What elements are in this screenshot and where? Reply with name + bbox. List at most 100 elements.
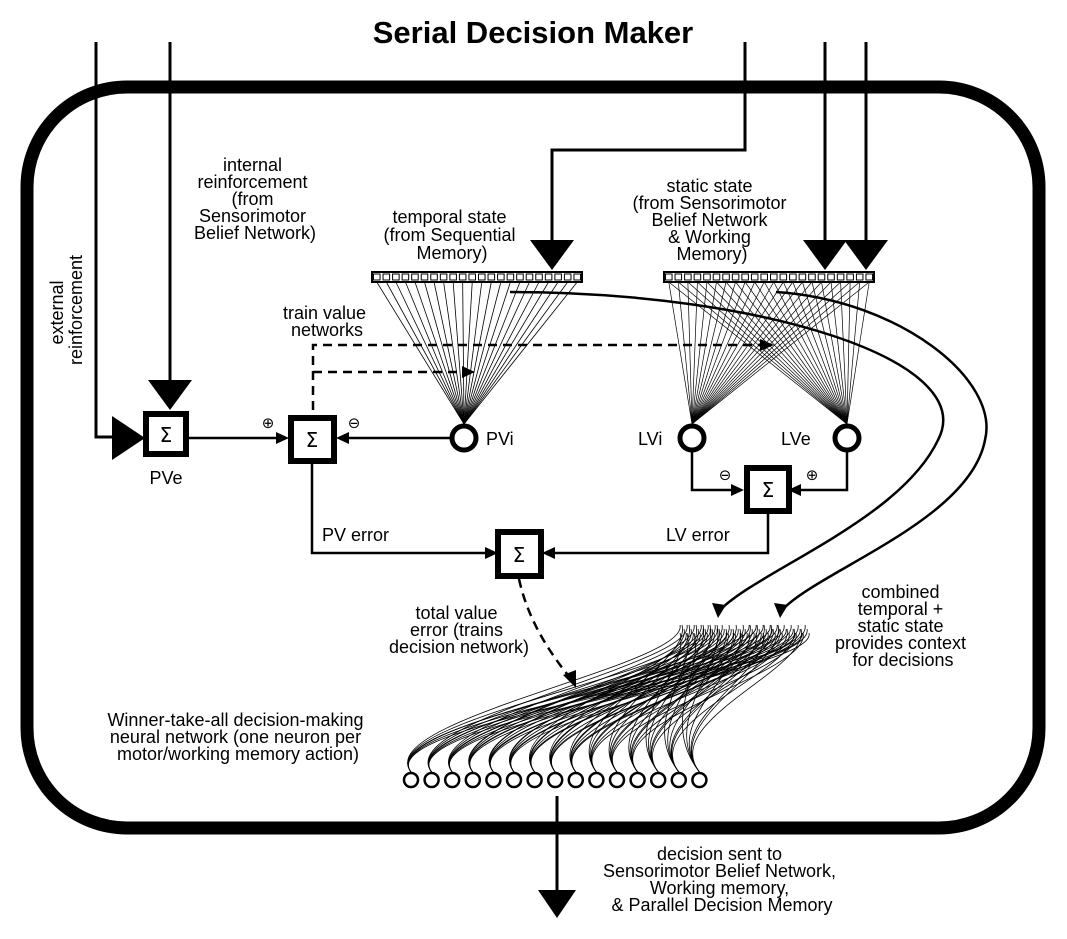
layer-unit	[382, 273, 391, 281]
connection	[407, 624, 681, 773]
connection	[571, 632, 783, 773]
connection	[697, 281, 848, 425]
connection	[691, 281, 794, 425]
connection	[763, 281, 848, 425]
connection	[463, 281, 473, 425]
connection	[669, 628, 734, 773]
connection	[691, 281, 832, 425]
decision-neuron	[485, 771, 502, 789]
connection	[443, 281, 465, 425]
decision-neuron	[649, 771, 667, 789]
layer-unit	[789, 273, 797, 281]
connection	[691, 281, 803, 425]
layer-unit	[798, 273, 807, 281]
static-state-inputs	[803, 42, 888, 270]
connection	[691, 281, 841, 425]
layer-unit	[684, 273, 692, 281]
connection	[691, 281, 727, 425]
pvi-label: PVi	[486, 429, 514, 449]
connection	[529, 632, 708, 773]
layer-unit	[506, 273, 515, 281]
connection	[671, 624, 772, 773]
connection	[648, 624, 705, 773]
connection	[802, 281, 848, 425]
connection	[463, 281, 492, 425]
connection	[408, 632, 796, 773]
decision-neuron	[423, 771, 440, 789]
pv-error-label: PV error	[322, 525, 389, 545]
connection	[664, 632, 689, 773]
lve-neuron	[832, 423, 862, 453]
layer-unit	[760, 273, 768, 281]
connection	[668, 281, 693, 425]
connection	[463, 281, 483, 425]
arrowhead-icon	[788, 484, 801, 496]
connection	[667, 624, 712, 773]
connection	[610, 624, 751, 773]
connection	[463, 281, 502, 425]
connection	[686, 624, 719, 773]
connection	[691, 281, 717, 425]
connection	[691, 281, 822, 425]
pvi-neuron	[449, 423, 479, 453]
connection	[427, 624, 688, 773]
layer-unit	[741, 273, 749, 281]
connection	[650, 632, 750, 773]
arrowhead-icon	[276, 432, 289, 444]
connection	[588, 624, 683, 773]
arrowhead-icon	[844, 240, 888, 270]
connection	[591, 632, 790, 773]
sigma-icon: Σ	[160, 423, 173, 447]
connection	[550, 628, 753, 773]
layer-unit	[712, 273, 721, 281]
connection	[670, 632, 757, 773]
layer-unit	[808, 273, 816, 281]
context-curves	[509, 290, 988, 611]
layer-unit	[401, 273, 410, 281]
layer-unit	[525, 273, 534, 281]
connection	[716, 281, 848, 425]
connection	[691, 281, 746, 425]
layer-unit	[544, 273, 553, 281]
decision-neuron	[588, 771, 605, 789]
connection	[846, 281, 861, 425]
layer-unit	[722, 273, 730, 281]
connection	[376, 281, 465, 425]
layer-unit	[836, 273, 845, 281]
connection	[821, 281, 848, 425]
decision-neuron	[505, 771, 523, 789]
connection	[462, 281, 465, 425]
arrowhead-icon	[336, 432, 349, 444]
decision-neuron-layer	[402, 771, 708, 789]
total-value-error-label: total value error (trains decision netwo…	[389, 603, 529, 657]
connection	[691, 281, 708, 425]
pve-label: PVe	[149, 468, 182, 488]
decision-neuron	[567, 771, 585, 789]
layer-unit	[846, 273, 854, 281]
sigma-icon: Σ	[306, 428, 319, 452]
wta-network-label: Winner-take-all decision-making neural n…	[107, 710, 368, 764]
decision-output-label: decision sent to Sensorimotor Belief Net…	[603, 844, 841, 915]
connection	[692, 628, 802, 773]
lv-error-label: LV error	[666, 525, 730, 545]
connection	[463, 281, 578, 425]
connection	[591, 628, 767, 773]
connection	[489, 624, 778, 773]
decision-output	[538, 796, 576, 918]
sigma-icon: Σ	[762, 478, 775, 502]
connection	[840, 281, 848, 425]
connection	[407, 632, 727, 773]
connection	[687, 281, 848, 425]
internal-reinforcement-input	[148, 42, 192, 410]
connection	[691, 281, 756, 425]
static-state-label: static state (from Sensorimotor Belief N…	[632, 176, 791, 264]
connection	[463, 281, 511, 425]
arrowhead-icon	[731, 484, 744, 496]
connection	[651, 624, 765, 773]
connection	[414, 281, 465, 425]
layer-unit	[535, 273, 543, 281]
connection	[682, 632, 700, 773]
arrowhead-icon	[148, 380, 192, 410]
layer-unit	[430, 273, 438, 281]
lvi-label: LVi	[638, 429, 662, 449]
